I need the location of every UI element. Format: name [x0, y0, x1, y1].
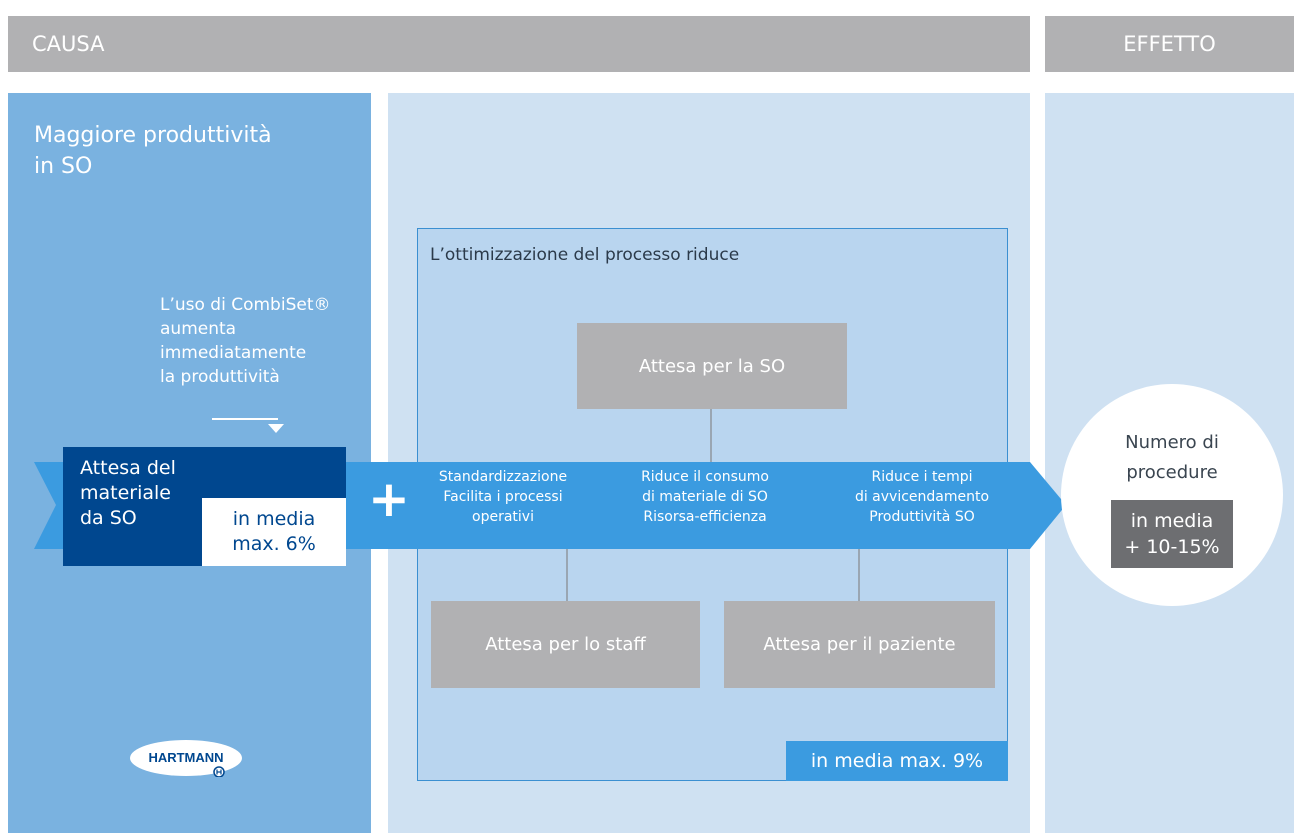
effect-label-line: procedure [1126, 462, 1218, 483]
note-line: la produttività [160, 367, 280, 387]
note-line: L’uso di CombiSet® [160, 295, 331, 315]
box-attesa-staff: Attesa per lo staff [431, 601, 700, 688]
attesa-line: materiale [80, 482, 171, 504]
arrow-group-standardizzazione: Standardizzazione Facilita i processi op… [418, 467, 588, 527]
arrow-text-line: operativi [472, 509, 534, 525]
header-effetto: EFFETTO [1045, 16, 1294, 72]
arrow-text-line: Riduce i tempi [871, 469, 973, 485]
effect-label: Numero di procedure [1091, 428, 1253, 488]
effect-pct-line: + 10-15% [1124, 536, 1220, 558]
arrow-text-line: Standardizzazione [438, 469, 568, 485]
process-percentage-badge: in media max. 9% [786, 741, 1008, 781]
arrow-text-line: Risorsa-efficienza [643, 509, 767, 525]
box-attesa-so: Attesa per la SO [577, 323, 847, 409]
header-causa: CAUSA [8, 16, 1030, 72]
attesa-line: Attesa del [80, 457, 176, 479]
attesa-percentage: in media max. 6% [202, 498, 346, 566]
note-line: immediatamente [160, 343, 307, 363]
box-attesa-staff-label: Attesa per lo staff [485, 634, 646, 655]
arrow-group-consumo: Riduce il consumo di materiale di SO Ris… [615, 467, 795, 527]
left-title-line: Maggiore produttività [34, 123, 272, 148]
combiset-note: L’uso di CombiSet® aumenta immediatament… [160, 293, 360, 389]
connector-line [858, 543, 860, 601]
header-causa-label: CAUSA [32, 32, 105, 56]
arrow-text-line: Facilita i processi [443, 489, 563, 505]
arrow-text-line: di avvicendamento [854, 489, 990, 505]
arrow-text-line: Riduce il consumo [641, 469, 769, 485]
header-effetto-label: EFFETTO [1123, 32, 1216, 56]
effect-percentage: in media + 10-15% [1111, 500, 1233, 568]
attesa-line: da SO [80, 507, 137, 529]
hartmann-logo-text: HARTMANN [148, 750, 223, 765]
left-title-line: in SO [34, 154, 93, 179]
attesa-pct-line: in media [232, 508, 316, 530]
effect-circle [1061, 384, 1283, 606]
hartmann-logo: HARTMANN [130, 740, 242, 777]
connector-line [566, 543, 568, 601]
attesa-pct-line: max. 6% [232, 533, 316, 555]
box-attesa-so-label: Attesa per la SO [638, 355, 786, 377]
effect-label-line: Numero di [1125, 432, 1219, 453]
process-title: L’ottimizzazione del processo riduce [430, 245, 740, 265]
left-chevron-arrow [34, 462, 64, 549]
plus-icon: + [368, 470, 410, 528]
note-line: aumenta [160, 319, 237, 339]
box-attesa-paziente-label: Attesa per il paziente [763, 634, 956, 655]
arrow-text-line: Produttività SO [869, 509, 975, 525]
main-process-arrow [346, 462, 1066, 549]
note-arrow-head [268, 424, 284, 433]
attesa-materiale-label: Attesa del materiale da SO [80, 456, 210, 531]
effect-pct-line: in media [1130, 510, 1214, 532]
left-title: Maggiore produttività in SO [34, 120, 354, 182]
box-attesa-paziente: Attesa per il paziente [724, 601, 995, 688]
arrow-group-tempi: Riduce i tempi di avvicendamento Produtt… [832, 467, 1012, 527]
connector-line [710, 409, 712, 465]
arrow-text-line: di materiale di SO [642, 489, 768, 505]
